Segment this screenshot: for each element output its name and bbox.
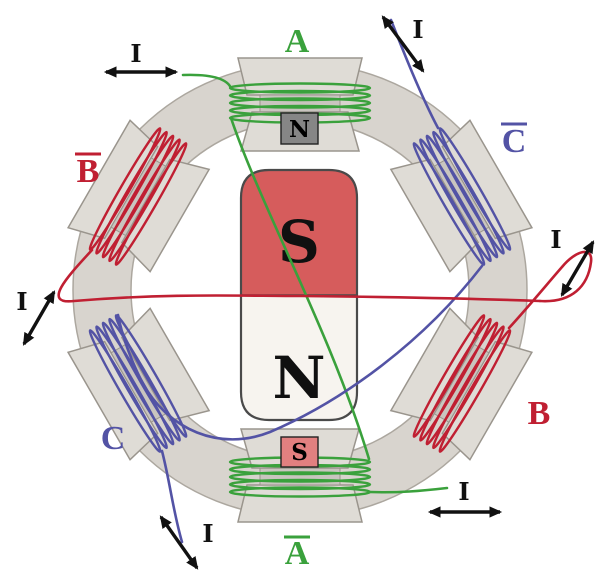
phase-label-b-bar: B	[75, 152, 101, 190]
coil-phase-b-bar	[88, 127, 188, 266]
phase-label-c-bar: C	[501, 122, 527, 160]
current-label-bottom-left: I	[202, 519, 213, 548]
wire-phase-a-lead-in	[181, 73, 233, 90]
svg-text:A: A	[285, 535, 310, 572]
pole-face-top-label: N	[289, 116, 310, 143]
pole-face-top-box	[280, 112, 319, 145]
current-arrows: I I I I I I	[16, 15, 595, 570]
rotor-magnet: S N	[239, 168, 359, 422]
phase-label-a-bar: A	[284, 535, 310, 572]
current-label-bottom-right: I	[458, 477, 469, 506]
stator-pole-lower-right	[389, 307, 534, 461]
stator-pole-upper-right	[389, 119, 534, 273]
current-arrow-left	[22, 290, 56, 346]
wire-phase-b-left-run	[57, 248, 542, 303]
svg-text:C: C	[502, 123, 527, 160]
current-arrow-bottom-left	[159, 515, 199, 570]
coil-phase-c	[88, 314, 188, 453]
phase-labels: A A B C C B	[75, 23, 550, 572]
wire-phase-a-cross	[229, 116, 371, 461]
phase-wires	[57, 18, 593, 544]
rotor-north-label: N	[272, 344, 325, 412]
current-label-right: I	[550, 225, 561, 254]
coil-phase-c-bar	[412, 127, 512, 266]
current-label-left: I	[16, 287, 27, 316]
rotor-south-half	[241, 170, 357, 295]
wire-phase-c-cross	[116, 264, 484, 441]
current-arrow-top-right	[381, 15, 425, 73]
rotor-north-half	[241, 295, 357, 420]
current-label-top-right: I	[412, 15, 423, 44]
current-label-top-left: I	[130, 39, 141, 68]
stator-pole-lower-left	[66, 307, 211, 461]
phase-label-a: A	[285, 23, 310, 60]
pole-face-bottom-box	[280, 436, 319, 468]
phase-label-b: B	[528, 395, 551, 432]
current-arrow-right	[560, 240, 595, 297]
stator-pole-upper-left	[66, 119, 211, 273]
wire-phase-a-lead-out	[368, 486, 449, 494]
rotor-south-label: S	[278, 208, 320, 276]
pole-face-top: N	[280, 112, 319, 145]
pole-face-bottom: S	[280, 436, 319, 468]
phase-label-c: C	[101, 420, 126, 457]
svg-text:B: B	[77, 153, 100, 190]
coil-phase-b	[412, 314, 512, 453]
pole-face-bottom-label: S	[291, 439, 308, 466]
stator-pole-top	[228, 57, 372, 152]
